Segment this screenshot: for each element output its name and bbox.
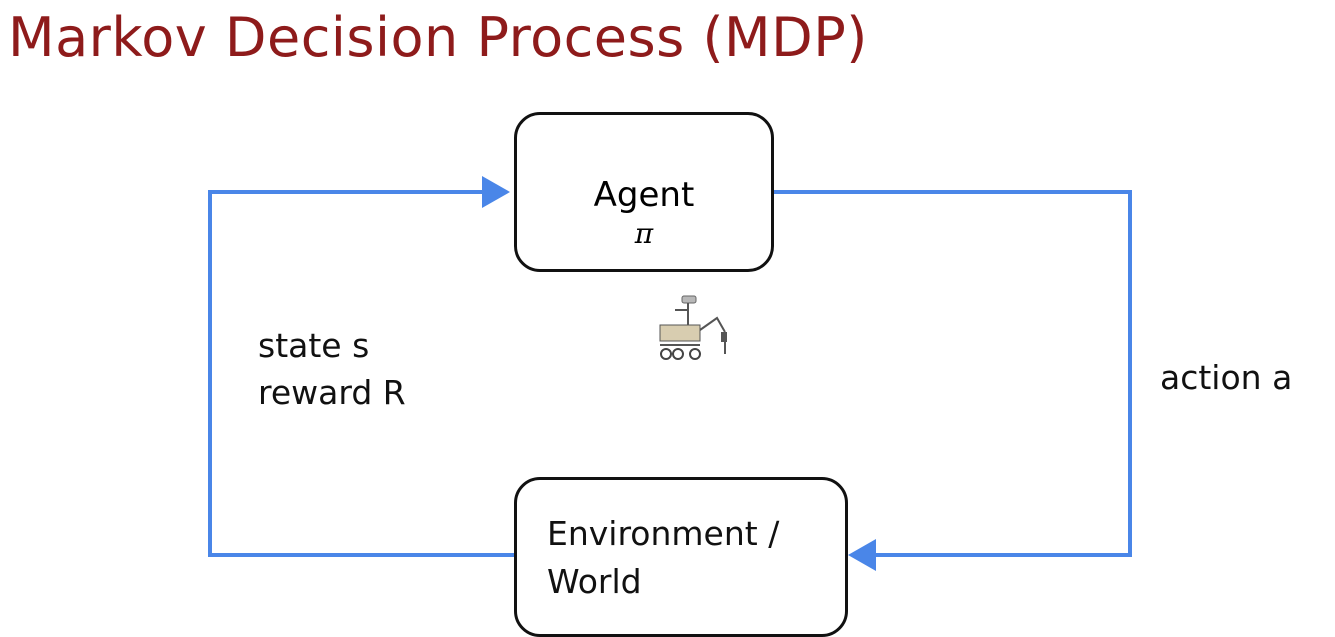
action-label: action a xyxy=(1160,358,1293,397)
action-arrow xyxy=(772,190,1132,571)
environment-box: Environment / World xyxy=(514,477,848,637)
mars-rover-icon xyxy=(659,295,727,360)
flow-arrows xyxy=(208,176,1132,571)
page-title: Markov Decision Process (MDP) xyxy=(8,6,868,69)
agent-box: Agent π xyxy=(514,112,774,272)
state-label: state s xyxy=(258,326,370,365)
agent-policy: π xyxy=(634,217,654,250)
environment-label-line2: World xyxy=(547,562,642,601)
environment-label-line1: Environment / xyxy=(547,514,780,553)
state-reward-arrow xyxy=(208,176,516,557)
reward-label: reward R xyxy=(258,373,406,412)
agent-label: Agent xyxy=(593,175,695,215)
